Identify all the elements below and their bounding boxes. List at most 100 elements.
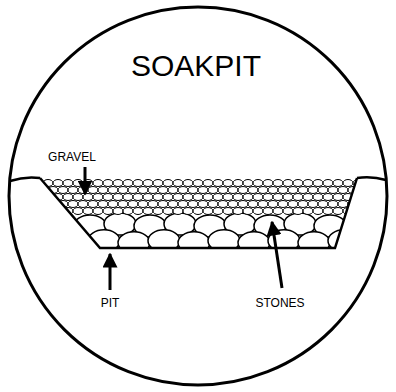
gravel-stone xyxy=(263,180,273,187)
stone xyxy=(118,232,150,254)
gravel-stone xyxy=(283,208,293,215)
gravel-stone xyxy=(133,180,143,187)
gravel-stone xyxy=(283,194,293,201)
gravel-stone xyxy=(313,194,323,201)
gravel-stone xyxy=(253,208,263,215)
gravel-stone xyxy=(208,201,218,208)
gravel-stone xyxy=(183,180,193,187)
gravel-stone xyxy=(333,180,343,187)
part-label: PIT xyxy=(101,297,120,309)
gravel-stone xyxy=(308,187,318,194)
gravel-stone xyxy=(283,180,293,187)
gravel-stone xyxy=(313,208,323,215)
gravel-stone xyxy=(63,180,73,187)
gravel-stone xyxy=(213,180,223,187)
gravel-stone xyxy=(278,201,288,208)
gravel-stone xyxy=(338,201,348,208)
gravel-stone xyxy=(53,208,63,215)
gravel-stone xyxy=(243,208,253,215)
gravel-stone xyxy=(343,180,353,187)
gravel-stone xyxy=(233,194,243,201)
leader-arrow xyxy=(109,254,112,290)
gravel-stone xyxy=(118,187,128,194)
gravel-stone xyxy=(158,187,168,194)
gravel-stone xyxy=(178,187,188,194)
gravel-stone xyxy=(153,180,163,187)
gravel-stone xyxy=(133,194,143,201)
gravel-stone xyxy=(113,194,123,201)
gravel-stone xyxy=(93,208,103,215)
gravel-stone xyxy=(273,194,283,201)
gravel-stone xyxy=(293,180,303,187)
diagram-title: SOAKPIT xyxy=(131,51,261,81)
gravel-stone xyxy=(293,194,303,201)
gravel-stone xyxy=(228,187,238,194)
gravel-stone xyxy=(153,194,163,201)
gravel-stone xyxy=(198,187,208,194)
gravel-stone xyxy=(233,180,243,187)
gravel-stone xyxy=(83,194,93,201)
frame-circle xyxy=(9,7,387,385)
gravel-stone xyxy=(328,187,338,194)
gravel-stone xyxy=(203,180,213,187)
gravel-stone xyxy=(298,187,308,194)
gravel-stone xyxy=(198,201,208,208)
gravel-stone xyxy=(168,201,178,208)
gravel-stone xyxy=(68,201,78,208)
gravel-stone xyxy=(103,194,113,201)
gravel-stone xyxy=(313,180,323,187)
gravel-stone xyxy=(103,180,113,187)
ground-line xyxy=(10,177,40,181)
gravel-stone xyxy=(318,187,328,194)
gravel-stone xyxy=(183,208,193,215)
gravel-stone xyxy=(163,194,173,201)
gravel-stone xyxy=(108,201,118,208)
gravel-stone xyxy=(103,208,113,215)
gravel-stone xyxy=(73,208,83,215)
gravel-stone xyxy=(163,180,173,187)
gravel-stone xyxy=(73,180,83,187)
gravel-stone xyxy=(323,208,333,215)
gravel-stone xyxy=(58,187,68,194)
gravel-stone xyxy=(63,194,73,201)
pit-outline xyxy=(40,178,357,248)
gravel-stone xyxy=(88,201,98,208)
gravel-stone xyxy=(213,194,223,201)
gravel-stone xyxy=(298,201,308,208)
gravel-stone xyxy=(263,208,273,215)
gravel-stone xyxy=(248,201,258,208)
pit-fill xyxy=(33,180,363,254)
part-label: STONES xyxy=(255,297,304,309)
gravel-stone xyxy=(38,187,48,194)
gravel-stone xyxy=(148,201,158,208)
gravel-stone xyxy=(288,201,298,208)
gravel-stone xyxy=(323,194,333,201)
gravel-stone xyxy=(153,208,163,215)
gravel-stone xyxy=(303,180,313,187)
gravel-stone xyxy=(173,180,183,187)
gravel-stone xyxy=(33,194,43,201)
gravel-stone xyxy=(113,180,123,187)
gravel-stone xyxy=(93,180,103,187)
gravel-stone xyxy=(193,208,203,215)
gravel-stone xyxy=(223,208,233,215)
gravel-stone xyxy=(38,201,48,208)
gravel-stone xyxy=(273,208,283,215)
gravel-stone xyxy=(248,187,258,194)
gravel-stone xyxy=(43,194,53,201)
gravel-stone xyxy=(68,187,78,194)
gravel-stone xyxy=(228,201,238,208)
gravel-stone xyxy=(213,208,223,215)
gravel-stone xyxy=(278,187,288,194)
gravel-stone xyxy=(268,187,278,194)
gravel-stone xyxy=(223,194,233,201)
gravel-stone xyxy=(163,208,173,215)
gravel-stone xyxy=(303,194,313,201)
gravel-stone xyxy=(193,180,203,187)
gravel-stone xyxy=(253,180,263,187)
gravel-stone xyxy=(188,201,198,208)
gravel-stone xyxy=(123,180,133,187)
stone xyxy=(298,232,330,254)
gravel-stone xyxy=(113,208,123,215)
gravel-stone xyxy=(333,194,343,201)
